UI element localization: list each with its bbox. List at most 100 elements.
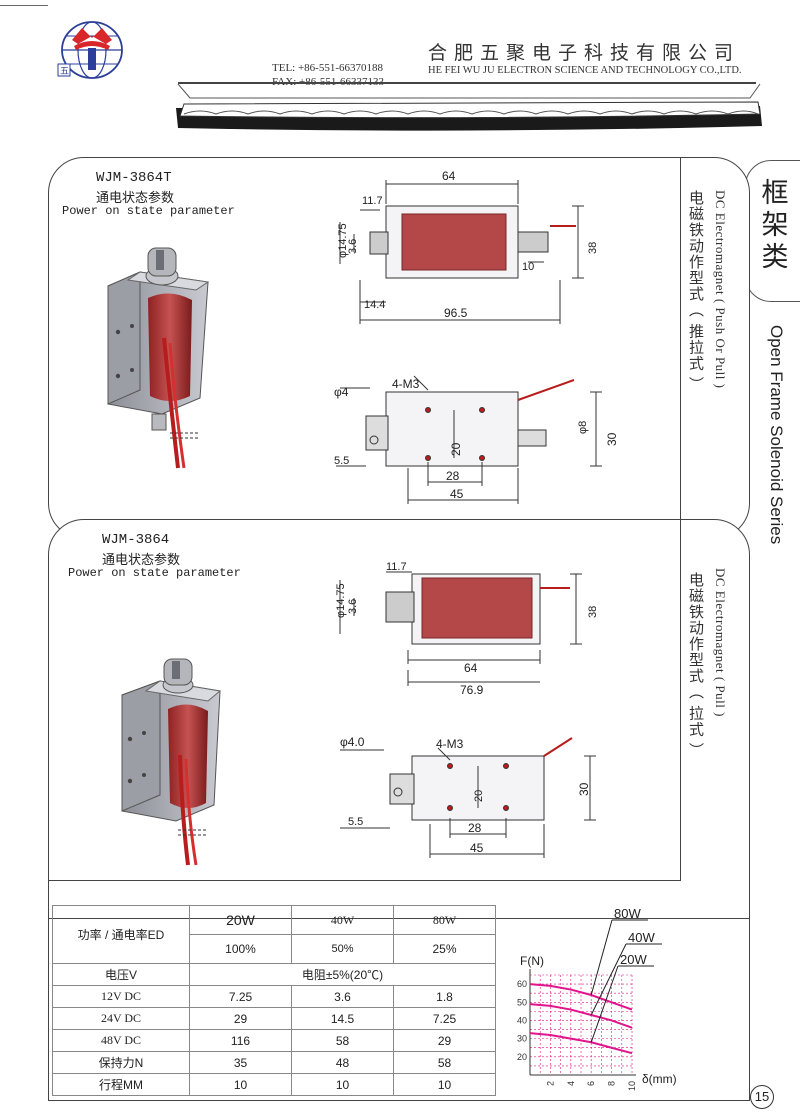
header-ribbon [176,82,762,131]
cell: 10 [291,1073,394,1096]
table-row: 行程MM 10 10 10 [52,1073,496,1096]
series-title: Open Frame Solenoid Series [767,325,786,545]
spec-table: 功率 / 通电率ED 20W 40W 80W 100% 50% 25% 电压V … [52,905,496,1096]
p1-dim-5: 10 [522,261,534,273]
p2-dim-8: 4-M3 [436,737,464,751]
cell: 58 [393,1051,496,1074]
p1-dim-16: 45 [450,487,464,501]
row-label: 保持力N [52,1051,190,1074]
product1-type-en: DC Electromagnet ( Push Or Pull ) [713,190,728,389]
row-label: 24V DC [52,1007,190,1030]
cell: 29 [189,1007,292,1030]
category-tab [745,160,800,302]
header-rule [0,5,48,6]
duty-25: 25% [393,934,496,964]
p1-dim-14: 5.5 [334,455,349,467]
row-label: 行程MM [52,1073,190,1096]
p1-dim-8: 96.5 [444,306,468,320]
bottom-frame [48,880,750,1101]
series-line [529,1003,633,1029]
x-tick-label: 8 [607,1081,617,1086]
p2-dim-5: 64 [464,661,478,675]
table-row: 电压V 电阻±5%(20℃) [52,963,496,986]
cell: 10 [393,1073,496,1096]
company-name-en: HE FEI WU JU ELECTRON SCIENCE AND TECHNO… [428,65,742,76]
p2-dim-9: 20 [473,790,485,802]
product2-photo [121,658,222,866]
product1-drawing: 64 11.7 φ14.75 3.6 10 38 14.4 96.5 φ4 4-… [334,170,619,504]
duty-50: 50% [291,934,394,964]
cell: 3.6 [291,985,394,1008]
row-label: 12V DC [52,985,190,1008]
duty-100: 100% [189,934,292,964]
series-line [529,983,633,1011]
p1-dim-4: 3.6 [347,239,359,254]
cell: 7.25 [393,1007,496,1030]
table-row: 48V DC 116 58 29 [52,1029,496,1052]
p1-dim-1: 64 [442,170,456,183]
p2-dim-10: 30 [577,782,591,796]
power-40w: 40W [291,905,394,935]
logo-text: 五 [60,66,69,76]
cell: 48 [291,1051,394,1074]
leader-line [590,965,619,1043]
category-label: 框架类 [761,178,789,273]
p2-dim-6: 76.9 [460,683,484,697]
product2-type-cn: 电磁铁动作型式（ 拉式 ） [687,572,704,759]
resistance-label: 电阻±5%(20℃) [189,963,496,986]
p2-dim-13: 45 [470,841,484,855]
p1-dim-10: 4-M3 [392,377,420,391]
page-number: 15 [754,1089,770,1104]
series-label: 20W [620,952,647,967]
p1-dim-12: φ8 [577,421,589,434]
p1-dim-3: φ14.75 [337,223,349,258]
tel-text: TEL: +86-551-66370188 [272,62,383,74]
p2-dim-3: 3.6 [347,599,359,614]
product2-drawing: 11.7 φ14.75 3.6 38 64 76.9 φ4.0 4-M3 20 … [335,561,599,858]
product2-type-en: DC Electromagnet ( Pull ) [713,568,728,717]
table-row: 功率 / 通电率ED 20W 40W 80W [52,905,496,964]
p2-dim-2: φ14.75 [335,583,347,618]
power-20w: 20W [189,905,292,935]
product2-divider [680,519,681,881]
p2-dim-1: 11.7 [386,561,407,573]
x-tick-label: 6 [586,1081,596,1086]
y-tick-label: 40 [517,1015,527,1025]
cell: 29 [393,1029,496,1052]
p1-dim-6: 38 [587,242,599,254]
cell: 1.8 [393,985,496,1008]
power-80w: 80W [393,905,496,935]
series-line [529,1032,633,1055]
y-tick-label: 60 [517,979,527,989]
leader-line [590,943,627,1016]
p2-dim-7: φ4.0 [340,735,365,749]
row-label: 48V DC [52,1029,190,1052]
cell: 116 [189,1029,292,1052]
x-tick-label: 2 [545,1081,555,1086]
power-ed-header: 功率 / 通电率ED [52,905,190,964]
p2-dim-4: 38 [587,606,599,618]
table-row: 12V DC 7.25 3.6 1.8 [52,985,496,1008]
x-axis-label: δ(mm) [642,1072,677,1086]
cell: 7.25 [189,985,292,1008]
p2-dim-11: 5.5 [348,816,363,828]
product2-state-cn: 通电状态参数 [102,552,181,567]
product2-state-en: Power on state parameter [68,566,241,580]
y-tick-label: 50 [517,997,527,1007]
product1-type-cn: 电磁铁动作型式（ 推拉式 ） [687,190,704,393]
y-axis-label: F(N) [520,954,544,968]
product1-model: WJM-3864T [96,170,172,186]
p1-dim-15: 28 [446,469,460,483]
cell: 58 [291,1029,394,1052]
product2-model: WJM-3864 [102,532,170,548]
panel-bottom-line [48,880,680,881]
product1-state-en: Power on state parameter [62,204,235,218]
x-tick-label: 10 [627,1081,637,1091]
product1-divider [680,157,681,519]
y-tick-label: 30 [517,1034,527,1044]
company-name-cn: 合肥五聚电子科技有限公司 [428,42,741,64]
voltage-label: 电压V [52,963,190,986]
leader-line [590,919,613,996]
p1-dim-11: 20 [449,442,463,456]
